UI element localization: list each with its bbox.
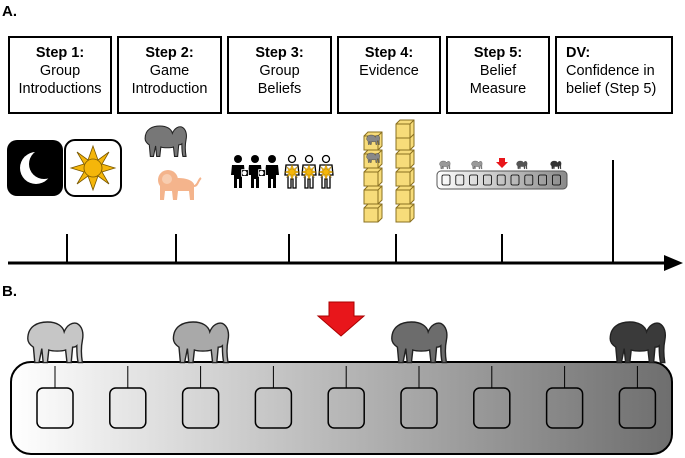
step-5-box: Step 5: Belief Measure [446,36,550,114]
dv-desc-1: Confidence in [566,63,655,79]
step-1-box: Step 1: Group Introductions [8,36,112,114]
scale-box [545,366,584,429]
elephant-icon [172,321,230,364]
person-icon [231,154,334,189]
step-3-desc-2: Beliefs [257,81,302,97]
moon-icon [7,140,63,196]
scale-box [473,366,511,429]
down-arrow-icon [316,301,366,337]
step-3-desc-1: Group [259,63,300,79]
step-1-desc-1: Group [39,63,81,79]
step-5-desc-1: Belief [479,63,517,79]
scale-box [36,366,74,429]
mini-scale-box [441,174,451,186]
dv-desc-2: belief (Step 5) [566,81,657,97]
scale-box [254,366,293,429]
timeline-arrowhead [664,255,683,271]
mini-down-arrow-icon [496,158,508,168]
mini-scale-box [482,174,492,186]
mini-scale-box [524,174,534,186]
elephant-icon [391,321,448,364]
step-4-desc-1: Evidence [359,63,419,79]
panel-a-label: A. [2,3,17,20]
dv-box: DV: Confidence in belief (Step 5) [555,36,673,114]
scale-box [327,366,365,429]
scale-box [109,366,147,429]
scale-box [400,366,438,429]
mini-scale-box [552,174,561,186]
dv-title: DV: [566,45,591,61]
mini-scale-box [496,174,506,186]
mini-scale-box [538,174,547,186]
step-4-box: Step 4: Evidence [337,36,441,114]
scale-box [618,366,657,429]
block-stack-icon [363,119,415,223]
mini-scale-box [455,174,465,186]
step-3-title: Step 3: [255,45,304,61]
step-1-desc-2: Introductions [18,81,102,97]
step-5-title: Step 5: [473,45,523,61]
step-1-title: Step 1: [35,45,85,61]
mini-scale-box [469,174,479,186]
elephant-icon [144,125,187,157]
step-2-desc-1: Game [149,63,190,79]
step-5-desc-2: Measure [469,81,527,97]
step-2-title: Step 2: [145,45,194,61]
sun-icon [64,139,122,197]
step-3-box: Step 3: Group Beliefs [227,36,332,114]
mini-belief-scale [436,158,568,190]
elephant-icon [27,321,84,364]
step-2-box: Step 2: Game Introduction [117,36,222,114]
timeline [8,160,683,271]
step-4-title: Step 4: [364,45,414,61]
elephant-icon [609,321,667,364]
lion-icon [158,170,202,200]
step-2-desc-2: Introduction [131,81,208,97]
belief-scale [10,301,673,455]
panel-b-label: B. [2,283,17,300]
scale-box [181,366,220,429]
mini-scale-box [510,174,520,186]
